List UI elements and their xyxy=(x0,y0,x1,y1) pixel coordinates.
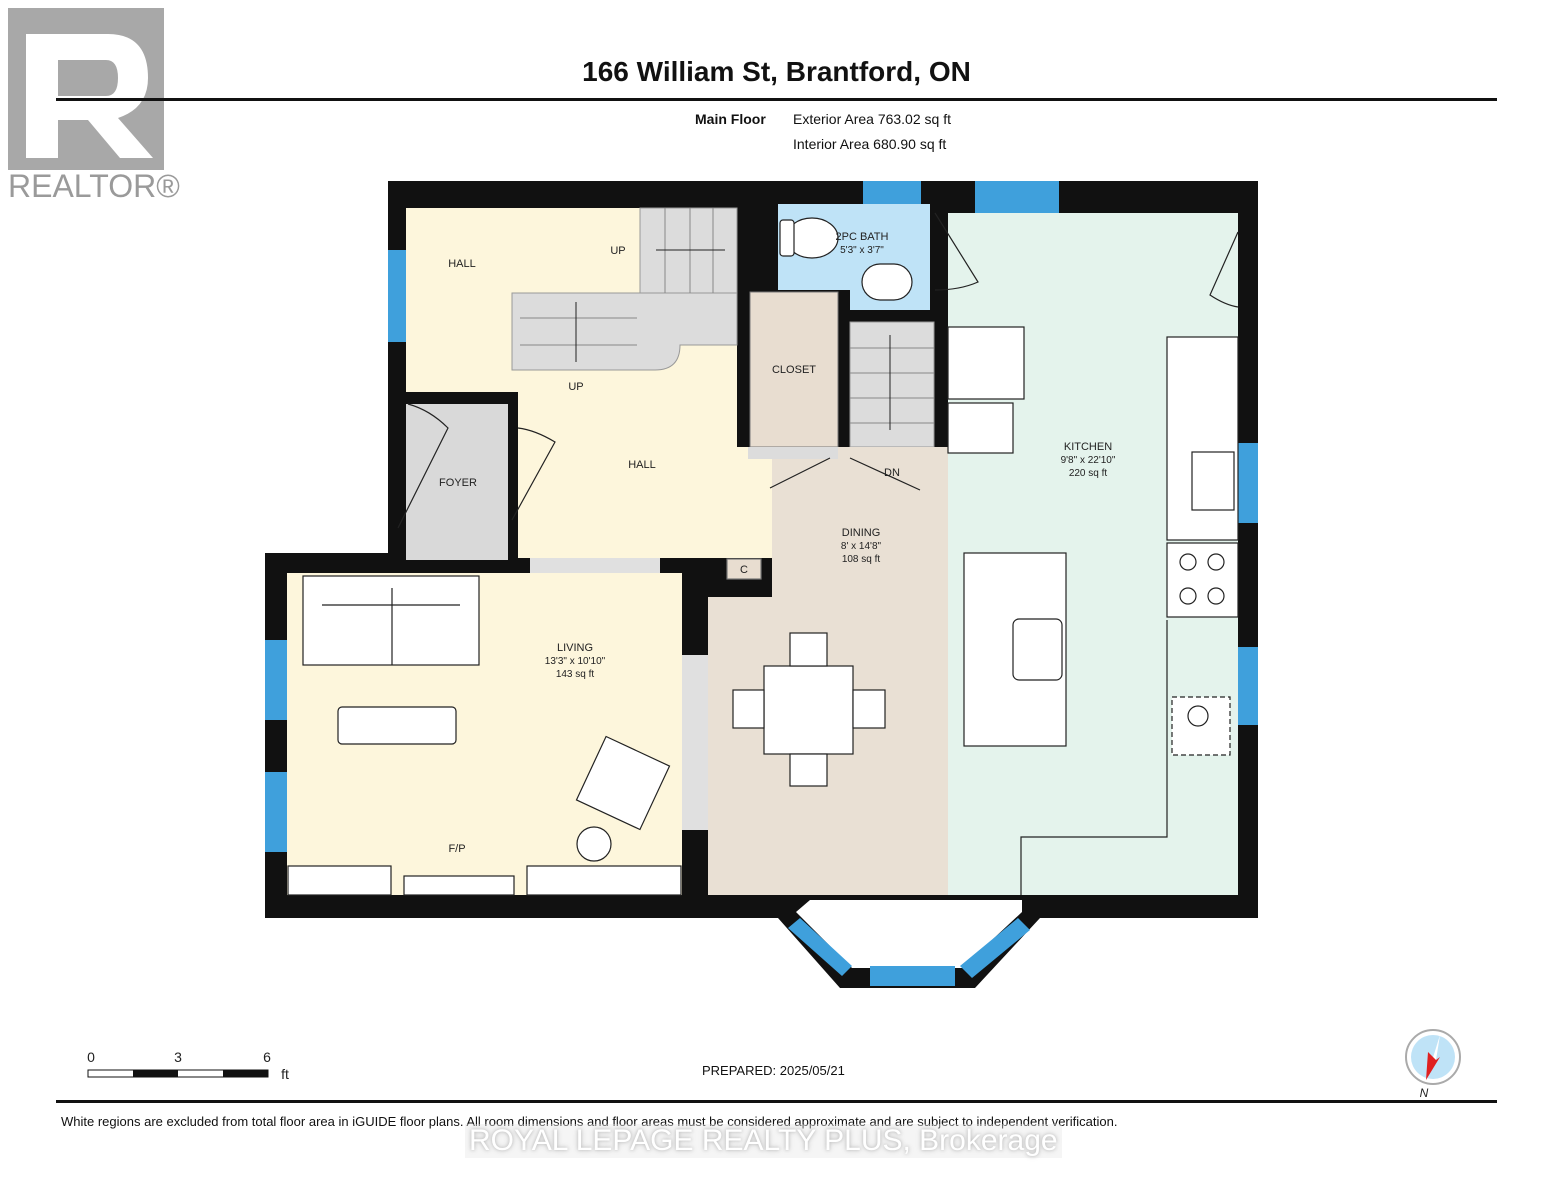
scale-tick-3: 3 xyxy=(174,1049,182,1065)
bay-windows xyxy=(788,918,1030,986)
label-kitchen-area: 220 sq ft xyxy=(1069,468,1108,479)
label-dn: DN xyxy=(884,467,900,479)
stair-down xyxy=(849,321,935,448)
label-living-name: LIVING xyxy=(557,642,593,654)
label-fireplace: F/P xyxy=(448,843,465,855)
scale-bar: 0 3 6 ft xyxy=(87,1049,289,1082)
exterior-area: Exterior Area 763.02 sq ft xyxy=(793,111,951,127)
realtor-logo-text: REALTOR® xyxy=(8,168,180,204)
fixtures xyxy=(287,217,1239,896)
dining-table-icon xyxy=(763,665,854,755)
scale-unit: ft xyxy=(281,1066,289,1082)
label-hall-lower: HALL xyxy=(628,459,656,471)
c-closet xyxy=(726,558,762,580)
footer-disclaimer: White regions are excluded from total fl… xyxy=(61,1114,1118,1129)
realtor-logo xyxy=(8,8,164,170)
label-kitchen-name: KITCHEN xyxy=(1064,441,1112,453)
label-hall-upper: HALL xyxy=(448,258,476,270)
hall-living-opening xyxy=(530,558,660,573)
page-title: 166 William St, Brantford, ON xyxy=(582,56,971,87)
sofa-icon xyxy=(302,575,480,666)
compass-icon: N xyxy=(1405,1029,1461,1100)
label-up-1: UP xyxy=(610,245,625,257)
interior-area: Interior Area 680.90 sq ft xyxy=(793,136,947,152)
coffee-table-icon xyxy=(337,706,457,745)
side-table-icon xyxy=(576,826,612,862)
label-closet: CLOSET xyxy=(772,364,816,376)
label-living-area: 143 sq ft xyxy=(556,669,595,680)
label-bath-name: 2PC BATH xyxy=(836,231,889,243)
kitchen-sink-icon xyxy=(1012,618,1063,681)
hall-lower-room xyxy=(518,345,772,558)
label-foyer: FOYER xyxy=(439,477,477,489)
living-dining-opening xyxy=(682,655,708,830)
label-dining-area: 108 sq ft xyxy=(842,554,881,565)
bay-window-area xyxy=(796,900,1022,968)
brokerage-watermark: ROYAL LEPAGE REALTY PLUS, Brokerage xyxy=(465,1124,1062,1158)
compass-north-label: N xyxy=(1420,1086,1429,1100)
doors xyxy=(397,212,1239,529)
header-divider xyxy=(56,98,1497,101)
armchair-icon xyxy=(575,735,671,831)
sink-icon xyxy=(861,263,913,301)
footer-divider xyxy=(56,1100,1497,1103)
label-dining-dims: 8' x 14'8" xyxy=(841,541,882,552)
microwave-icon xyxy=(1191,451,1235,511)
closet-room xyxy=(749,291,839,448)
stair-treads xyxy=(520,208,934,430)
label-bath-dims: 5'3" x 3'7" xyxy=(840,245,884,256)
stair-up-2 xyxy=(511,292,738,371)
label-c: C xyxy=(740,564,748,576)
label-living-dims: 13'3" x 10'10" xyxy=(545,656,606,667)
realtor-r-icon xyxy=(26,34,153,158)
scale-tick-6: 6 xyxy=(263,1049,271,1065)
label-dining-name: DINING xyxy=(842,527,881,539)
floor-label: Main Floor xyxy=(695,111,766,127)
label-up-2: UP xyxy=(568,381,583,393)
stove-icon xyxy=(1166,542,1239,618)
label-kitchen-dims: 9'8" x 22'10" xyxy=(1061,455,1116,466)
prepared-date: PREPARED: 2025/05/21 xyxy=(702,1063,845,1078)
foyer-room xyxy=(406,404,508,560)
scale-tick-0: 0 xyxy=(87,1049,95,1065)
windows xyxy=(265,181,1258,852)
